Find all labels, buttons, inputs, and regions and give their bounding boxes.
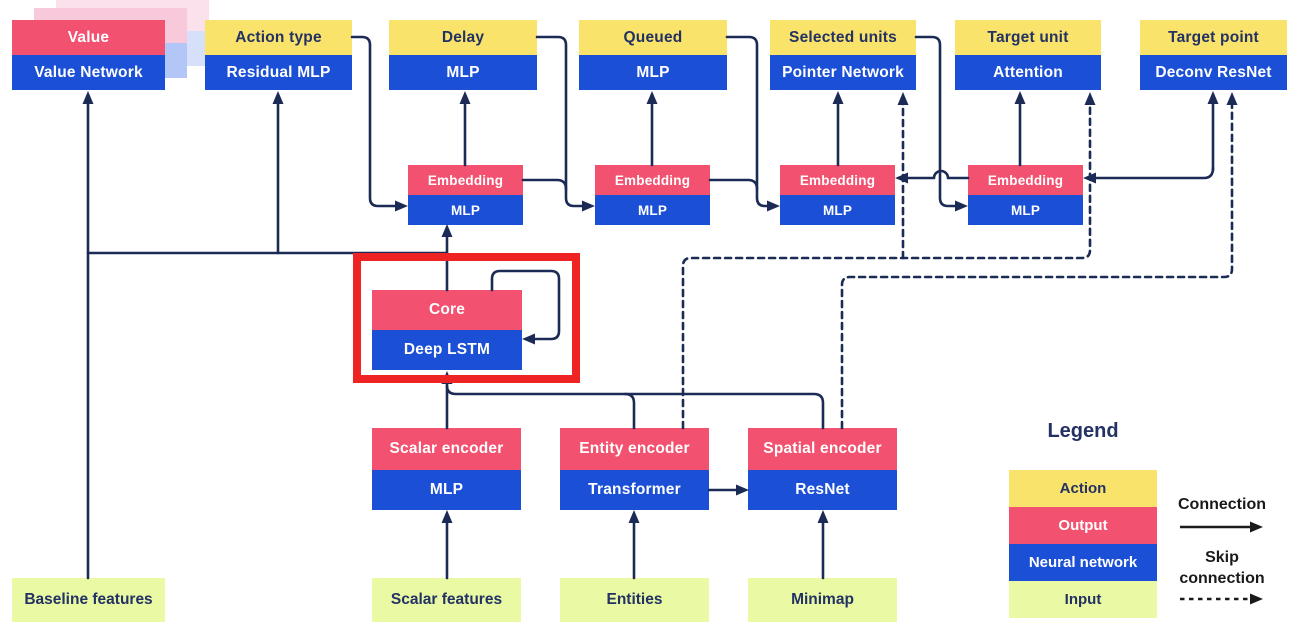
action-type-to-embedding1 — [350, 35, 408, 212]
embedding-4: Embedding MLP — [968, 165, 1083, 225]
embedding-3: Embedding MLP — [780, 165, 895, 225]
head-target-point-action-label: Target point — [1140, 20, 1287, 55]
head-action-type-network-label: Residual MLP — [205, 55, 352, 90]
encoder-entity-network-label: Transformer — [560, 470, 709, 510]
embedding-1-output-label: Embedding — [408, 165, 523, 195]
head-selected-units-network-label: Pointer Network — [770, 55, 916, 90]
head-queued-action-label: Queued — [579, 20, 727, 55]
legend-row-input: Input — [1009, 581, 1157, 618]
embedding2-merge — [708, 178, 759, 191]
head-target-point-network-label: Deconv ResNet — [1140, 55, 1287, 90]
encoder-entity: Entity encoder Transformer — [560, 428, 709, 510]
head-queued-network-label: MLP — [579, 55, 727, 90]
head-target-unit-action-label: Target unit — [955, 20, 1101, 55]
spatial-skip-to-deconv — [840, 92, 1238, 430]
encoder-spatial: Spatial encoder ResNet — [748, 428, 897, 510]
queued-to-embedding3 — [725, 35, 780, 212]
to-embedding4-line — [1083, 166, 1215, 184]
core-box: Core Deep LSTM — [372, 290, 522, 370]
entity-skip-to-attention — [681, 92, 1096, 430]
legend-row-output: Output — [1009, 507, 1157, 544]
input-minimap: Minimap — [748, 578, 897, 622]
head-delay: Delay MLP — [389, 20, 537, 90]
input-scalar-features: Scalar features — [372, 578, 521, 622]
legend-title: Legend — [1047, 420, 1119, 442]
core-network-label: Deep LSTM — [372, 330, 522, 370]
entity-merge-line — [623, 392, 636, 430]
head-target-point: Target point Deconv ResNet — [1140, 20, 1287, 90]
encoder-entity-output-label: Entity encoder — [560, 428, 709, 470]
legend-skip-connection-label: Skip connection — [1179, 549, 1265, 587]
delay-to-embedding2 — [535, 35, 595, 212]
embedding1-merge — [521, 178, 568, 191]
embedding-3-output-label: Embedding — [780, 165, 895, 195]
head-queued: Queued MLP — [579, 20, 727, 90]
head-value-network-label: Value Network — [12, 55, 165, 90]
embedding-1-network-label: MLP — [408, 195, 523, 225]
head-value: Value Value Network — [12, 20, 165, 90]
embedding-2-output-label: Embedding — [595, 165, 710, 195]
encoder-scalar-output-label: Scalar encoder — [372, 428, 521, 470]
core-output-label: Core — [372, 290, 522, 330]
legend-row-action: Action — [1009, 470, 1157, 507]
head-delay-network-label: MLP — [389, 55, 537, 90]
head-action-type-action-label: Action type — [205, 20, 352, 55]
encoder-spatial-output-label: Spatial encoder — [748, 428, 897, 470]
head-selected-units-action-label: Selected units — [770, 20, 916, 55]
spatial-merge-line — [445, 384, 825, 430]
head-target-unit-network-label: Attention — [955, 55, 1101, 90]
embedding4-to-embedding3-line — [895, 169, 970, 184]
head-target-unit: Target unit Attention — [955, 20, 1101, 90]
embedding-4-network-label: MLP — [968, 195, 1083, 225]
encoder-scalar: Scalar encoder MLP — [372, 428, 521, 510]
lstm-self-loop — [490, 269, 561, 345]
embedding-3-network-label: MLP — [780, 195, 895, 225]
input-entities: Entities — [560, 578, 709, 622]
head-action-type: Action type Residual MLP — [205, 20, 352, 90]
embedding-1: Embedding MLP — [408, 165, 523, 225]
embedding-4-output-label: Embedding — [968, 165, 1083, 195]
embedding-2: Embedding MLP — [595, 165, 710, 225]
core-highlight-frame — [353, 253, 580, 383]
legend-row-neural-network: Neural network — [1009, 544, 1157, 581]
head-delay-action-label: Delay — [389, 20, 537, 55]
encoder-scalar-network-label: MLP — [372, 470, 521, 510]
input-baseline-features: Baseline features — [12, 578, 165, 622]
embedding-2-network-label: MLP — [595, 195, 710, 225]
head-selected-units: Selected units Pointer Network — [770, 20, 916, 90]
head-value-action-label: Value — [12, 20, 165, 55]
legend-connection-label: Connection — [1178, 496, 1266, 513]
selected-units-to-embedding4 — [914, 35, 968, 212]
encoder-spatial-network-label: ResNet — [748, 470, 897, 510]
